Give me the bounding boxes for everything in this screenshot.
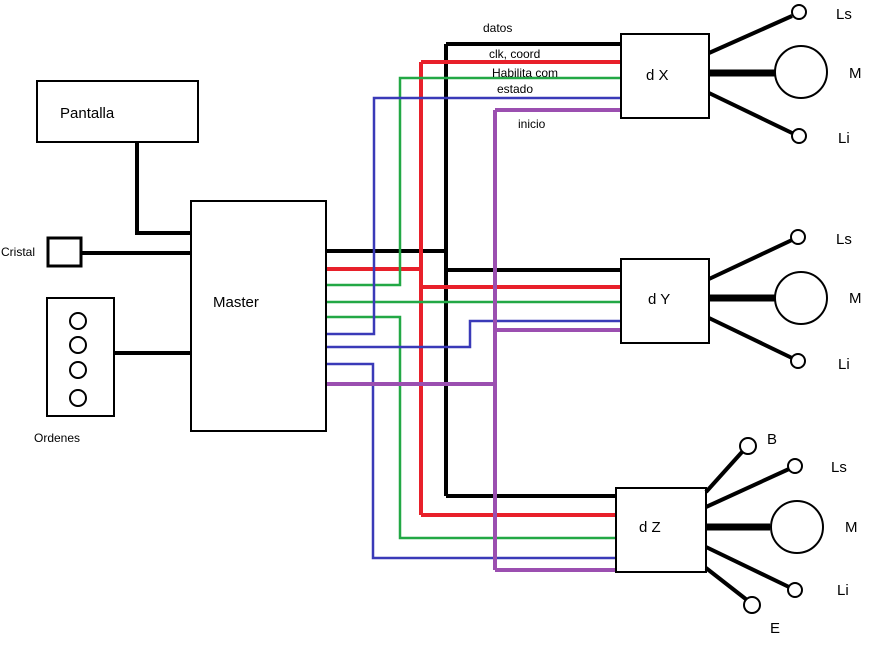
driver-y-label: d Y bbox=[648, 291, 670, 308]
driver-x-box bbox=[620, 33, 710, 119]
z-b-label: B bbox=[767, 431, 777, 448]
z-li-label: Li bbox=[837, 582, 849, 599]
x-ls-label: Ls bbox=[836, 6, 852, 23]
x-m-label: M bbox=[849, 65, 862, 82]
signal-datos-label: datos bbox=[483, 21, 512, 35]
signal-estado-label: estado bbox=[497, 82, 533, 96]
ordenes-label: Ordenes bbox=[34, 431, 80, 445]
wire-purple-inicio bbox=[326, 108, 621, 572]
y-m-label: M bbox=[849, 290, 862, 307]
master-box bbox=[190, 200, 327, 432]
wire-green-habilita bbox=[326, 76, 621, 540]
driver-z-label: d Z bbox=[639, 519, 661, 536]
wire-red-clk bbox=[326, 60, 621, 517]
x-li-label: Li bbox=[838, 130, 850, 147]
cristal-label: Cristal bbox=[1, 245, 35, 259]
driver-x-outputs bbox=[708, 4, 828, 144]
ordenes-buttons bbox=[69, 312, 87, 407]
pantalla-box bbox=[36, 80, 199, 143]
driver-y-box bbox=[620, 258, 710, 344]
z-m-label: M bbox=[845, 519, 858, 536]
driver-z-box bbox=[615, 487, 707, 573]
master-label: Master bbox=[213, 294, 259, 311]
driver-z-outputs bbox=[704, 437, 824, 614]
wire-black-datos bbox=[81, 42, 621, 498]
driver-x-label: d X bbox=[646, 67, 669, 84]
z-e-label: E bbox=[770, 620, 780, 637]
signal-clk-label: clk, coord bbox=[489, 47, 540, 61]
y-ls-label: Ls bbox=[836, 231, 852, 248]
pantalla-label: Pantalla bbox=[60, 105, 115, 122]
signal-inicio-label: inicio bbox=[518, 117, 546, 131]
z-ls-label: Ls bbox=[831, 459, 847, 476]
signal-habilita-label: Habilita com bbox=[492, 66, 558, 80]
driver-y-outputs bbox=[708, 229, 828, 369]
cristal-box bbox=[46, 236, 83, 268]
y-li-label: Li bbox=[838, 356, 850, 373]
